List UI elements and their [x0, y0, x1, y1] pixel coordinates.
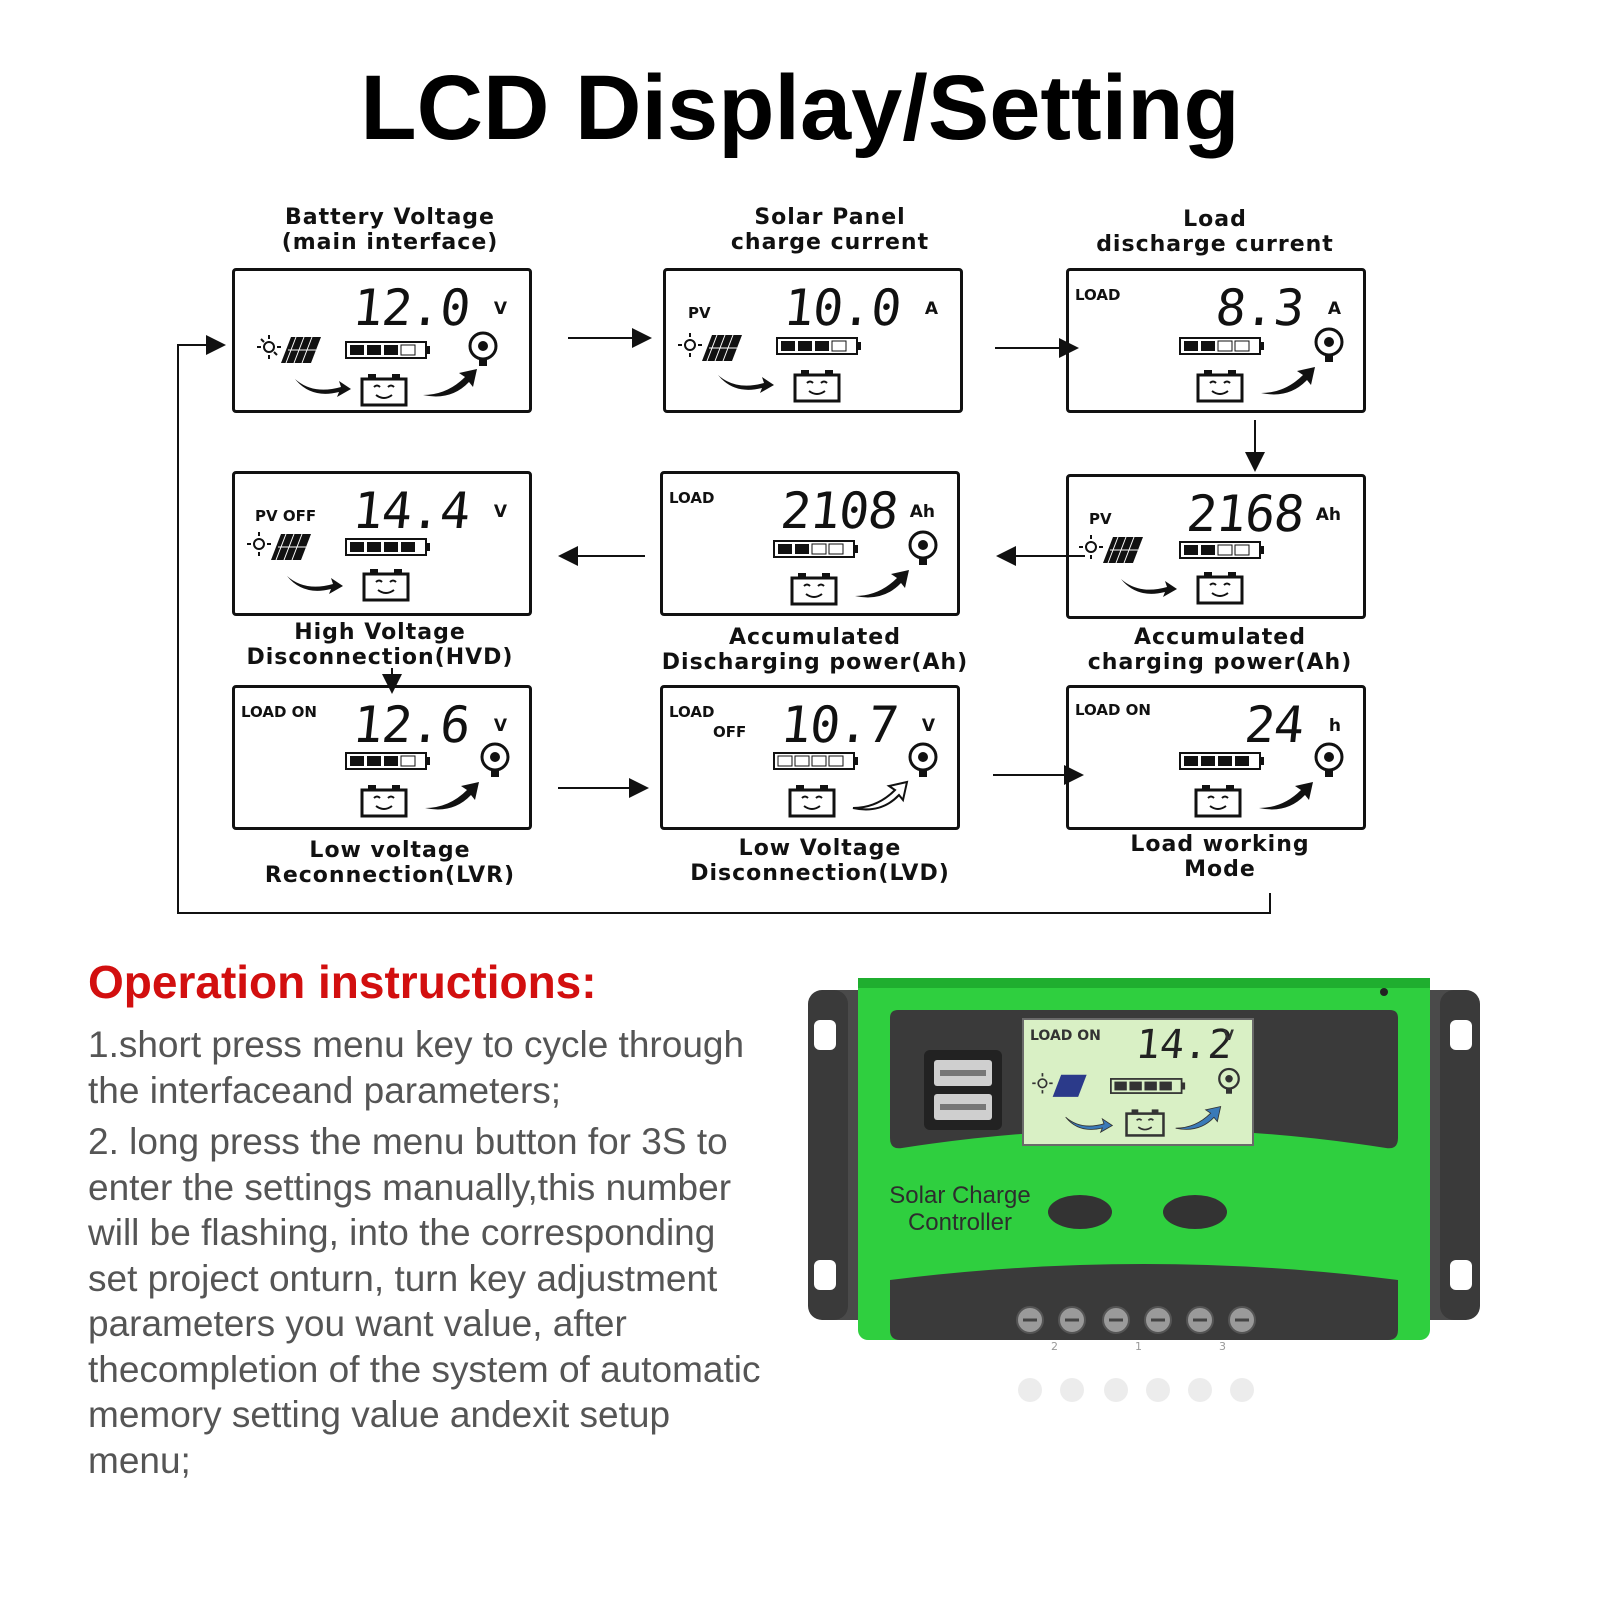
lcd-tag: LOAD — [669, 489, 715, 507]
load-arrow-icon — [425, 782, 479, 810]
instructions-body: 1.short press menu key to cycle through … — [88, 1022, 768, 1489]
screen-label-battery-voltage: Battery Voltage (main interface) — [281, 205, 499, 255]
battery-face-icon — [1196, 370, 1244, 403]
arrow-loop-back — [177, 335, 1271, 914]
battery-level-icon — [776, 337, 861, 355]
battery-face-icon — [1196, 572, 1244, 605]
battery-level-icon — [345, 538, 430, 556]
battery-face-icon — [360, 785, 408, 818]
screen-label-hvd: High Voltage Disconnection(HVD) — [246, 620, 514, 670]
lcd-unit: V — [493, 299, 507, 319]
lcd-unit: V — [921, 716, 935, 736]
page-title: LCD Display/Setting — [360, 57, 1240, 159]
screen-label-load-current: Load discharge current — [1096, 207, 1334, 257]
load-arrow-icon — [1261, 367, 1315, 395]
lcd-screen-load-mode: LOAD ON 24 h — [1066, 685, 1366, 830]
battery-level-icon — [1179, 541, 1264, 559]
charge-arrow-icon — [295, 379, 351, 397]
load-arrow-icon — [855, 570, 909, 598]
lcd-tag: PV — [688, 304, 711, 322]
battery-level-icon — [1179, 752, 1264, 770]
lcd-tag: PV OFF — [255, 507, 317, 525]
lcd-screen-lvd: LOAD OFF 10.7 V — [660, 685, 960, 830]
battery-face-icon — [362, 569, 410, 602]
lcd-screen-solar-panel-current: PV 10.0 A — [663, 268, 963, 413]
battery-face-icon — [790, 573, 838, 606]
instruction-item: 2. long press the menu button for 3S to … — [88, 1121, 761, 1481]
sun-panel-icon — [257, 335, 321, 364]
lcd-tag: LOAD — [669, 703, 715, 721]
device-lcd-screen: LOAD ON 14.2 V — [1022, 1018, 1254, 1146]
bulb-icon — [1218, 1067, 1240, 1094]
screen-label-charge-ah: Accumulated charging power(Ah) — [1087, 625, 1353, 675]
device-label: Solar Charge Controller — [889, 1182, 1031, 1236]
battery-level-icon — [773, 752, 858, 770]
terminal-number: 1 — [1135, 1340, 1142, 1353]
lcd-tag-secondary: OFF — [713, 723, 747, 741]
bulb-icon — [908, 742, 938, 777]
lcd-screen-hvd: PV OFF 14.4 V — [232, 471, 532, 616]
bulb-icon — [480, 742, 510, 777]
screen-label-load-mode: Load working Mode — [1130, 832, 1310, 882]
bulb-icon — [1314, 742, 1344, 777]
lcd-tag: LOAD ON — [241, 703, 317, 721]
device-lcd-unit: V — [1223, 1028, 1234, 1044]
battery-face-icon — [793, 370, 841, 403]
lcd-screen-battery-voltage: 12.0 V — [232, 268, 532, 413]
screen-label-solar-panel-current: Solar Panel charge current — [730, 205, 930, 255]
charge-arrow-icon — [718, 375, 774, 393]
lcd-tag: PV — [1089, 510, 1112, 528]
flow-arrows — [177, 328, 1271, 914]
instructions-title: Operation instructions: — [88, 956, 597, 1008]
screen-label-discharge-ah: Accumulated Discharging power(Ah) — [661, 625, 969, 675]
battery-level-icon — [1179, 337, 1264, 355]
lcd-screen-lvr: LOAD ON 12.6 V — [232, 685, 532, 830]
load-arrow-outline-icon — [852, 780, 909, 811]
bulb-icon — [1314, 327, 1344, 362]
terminal-number: 2 — [1051, 1340, 1058, 1353]
lcd-unit: Ah — [909, 502, 935, 522]
lcd-screen-charge-ah: PV 2168 Ah — [1066, 474, 1366, 619]
battery-level-icon — [1110, 1078, 1186, 1094]
lcd-unit: V — [493, 716, 507, 736]
load-arrow-icon — [423, 369, 477, 397]
sun-panel-icon — [1032, 1073, 1087, 1097]
lcd-screen-discharge-ah: LOAD 2108 Ah — [660, 471, 960, 616]
battery-face-icon — [1125, 1109, 1165, 1137]
lcd-unit: Ah — [1315, 505, 1341, 525]
instruction-item: 1.short press menu key to cycle through … — [88, 1024, 745, 1111]
charge-arrow-icon — [287, 576, 343, 594]
bulb-icon — [908, 530, 938, 565]
lcd-unit: h — [1328, 716, 1341, 736]
battery-face-icon — [1194, 785, 1242, 818]
sun-panel-icon — [247, 532, 311, 561]
battery-face-icon — [788, 785, 836, 818]
charge-arrow-icon — [1065, 1116, 1114, 1134]
battery-level-icon — [345, 341, 430, 359]
lcd-unit: A — [924, 299, 938, 319]
battery-level-icon — [345, 752, 430, 770]
load-arrow-icon — [1175, 1105, 1222, 1130]
lcd-unit: V — [493, 502, 507, 522]
sun-panel-icon — [1079, 535, 1143, 564]
solar-charge-controller-image — [808, 978, 1480, 1402]
charge-arrow-icon — [1121, 579, 1177, 597]
device-lcd-value: 14.2 — [1133, 1022, 1235, 1068]
bulb-icon — [468, 331, 498, 366]
sun-panel-icon — [678, 333, 742, 362]
battery-face-icon — [360, 374, 408, 407]
lcd-unit: A — [1327, 299, 1341, 319]
battery-level-icon — [773, 540, 858, 558]
lcd-tag: LOAD — [1075, 286, 1121, 304]
lcd-tag: LOAD ON — [1075, 701, 1151, 719]
lcd-screen-load-current: LOAD 8.3 A — [1066, 268, 1366, 413]
screen-label-lvr: Low voltage Reconnection(LVR) — [264, 838, 516, 888]
load-arrow-icon — [1259, 782, 1313, 810]
screen-label-lvd: Low Voltage Disconnection(LVD) — [690, 836, 950, 886]
device-lcd-tag: LOAD ON — [1030, 1028, 1101, 1044]
terminal-number: 3 — [1219, 1340, 1226, 1353]
